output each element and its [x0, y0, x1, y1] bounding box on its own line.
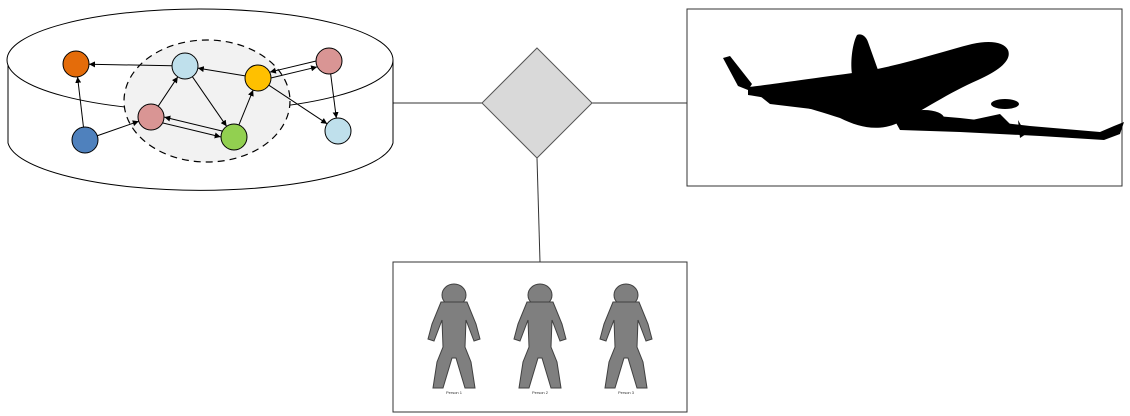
graph-edge-yellow-to-pink-tr — [271, 65, 318, 79]
graph-edge-pink-tr-to-blue-r — [330, 73, 339, 119]
person-label: Person 1 — [446, 390, 463, 395]
graph-edge-pink-m-to-blue-tl — [157, 76, 179, 107]
graph-node-blue-tl — [171, 52, 199, 80]
graph-node-navy — [71, 126, 99, 154]
person-3: Person 3 — [599, 283, 653, 395]
people-group: Person 1 Person 2 Person 3 — [427, 283, 653, 395]
graph-node-yellow — [244, 64, 272, 92]
graph-edge-green-to-pink-m — [164, 115, 223, 132]
person-icon — [427, 301, 481, 389]
graph-node-orange — [62, 50, 90, 78]
person-label: Person 3 — [618, 390, 635, 395]
graph-node-pink-m — [137, 103, 165, 131]
person-label: Person 2 — [532, 390, 549, 395]
graph-node-blue-r — [324, 117, 352, 145]
person-icon — [599, 301, 653, 389]
node-cluster — [123, 39, 291, 163]
graph-node-pink-tr — [315, 47, 343, 75]
graph-edge-navy-to-orange — [75, 76, 84, 128]
graph-nodes — [62, 47, 352, 154]
airplane-icon — [723, 34, 1124, 140]
graph-node-green — [220, 123, 248, 151]
graph-edge-green-to-yellow — [238, 89, 254, 126]
person-icon — [513, 301, 567, 389]
graph-edge-yellow-to-blue-tl — [197, 66, 246, 77]
person-1: Person 1 — [427, 283, 481, 395]
graph-edge-blue-tl-to-orange — [88, 61, 173, 68]
connector-lines — [393, 102, 687, 263]
graph-database — [6, 8, 394, 191]
graph-edge-navy-to-pink-m — [97, 120, 139, 137]
people-panel: Person 1 Person 2 Person 3 — [392, 261, 688, 413]
graph-edge-pink-m-to-green — [162, 122, 221, 139]
hub-diamond — [481, 47, 593, 159]
graph-edge-pink-tr-to-yellow — [269, 60, 316, 74]
graph-edges — [75, 60, 339, 139]
graph-edge-yellow-to-blue-r — [268, 84, 328, 125]
connector-hub-to-people — [536, 157, 541, 263]
graph-edge-blue-tl-to-green — [191, 76, 228, 127]
airplane-panel — [686, 8, 1124, 187]
person-2: Person 2 — [513, 283, 567, 395]
